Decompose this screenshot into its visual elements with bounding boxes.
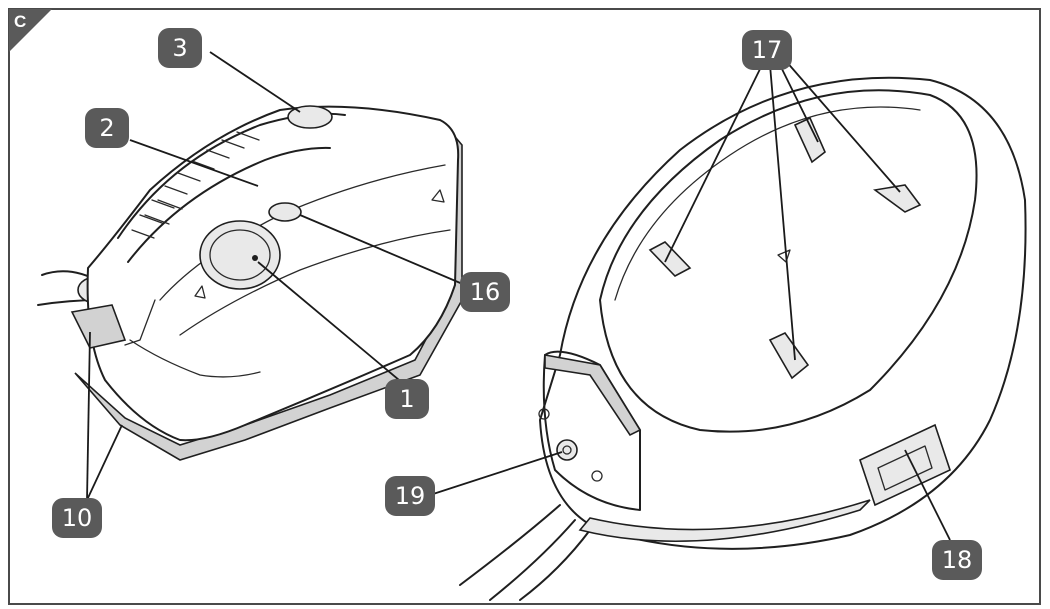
base-connector-socket [538,408,603,482]
base-iron-rest-plate [599,89,978,433]
iron-dial-triangle-icon [194,285,206,299]
steam-generator-base-illustration [459,76,1027,601]
iron-tip-triangle-icon [431,189,445,203]
callout-2: 2 [85,108,129,148]
iron-spray-button [268,202,302,222]
base-locking-clip [578,423,951,543]
svg-text:18: 18 [942,546,973,574]
base-body [538,76,1027,550]
callout-18: 18 [932,540,982,580]
leader-lines [86,51,951,541]
base-center-triangle-icon [777,249,791,263]
svg-text:16: 16 [470,278,501,306]
callout-19: 19 [385,476,435,516]
svg-text:10: 10 [62,504,93,532]
callout-1: 1 [385,379,429,419]
svg-text:19: 19 [395,482,426,510]
base-steam-hose [459,504,591,601]
callout-badges: 3 2 16 1 10 17 19 18 [52,28,982,580]
svg-text:17: 17 [752,36,783,64]
base-rubber-feet [648,116,922,380]
base-front-panel [542,350,641,511]
callout-10: 10 [52,498,102,538]
figure-label: C [14,12,26,31]
figure-frame [8,8,1041,605]
callout-3: 3 [158,28,202,68]
figure-corner-tab: C [9,9,52,52]
svg-text:3: 3 [172,34,187,62]
iron-heel-rest [70,304,127,349]
iron-temperature-dial [199,220,281,290]
callout-16: 16 [460,272,510,312]
svg-text:2: 2 [99,114,114,142]
svg-text:1: 1 [399,385,414,413]
callout-17: 17 [742,30,792,70]
